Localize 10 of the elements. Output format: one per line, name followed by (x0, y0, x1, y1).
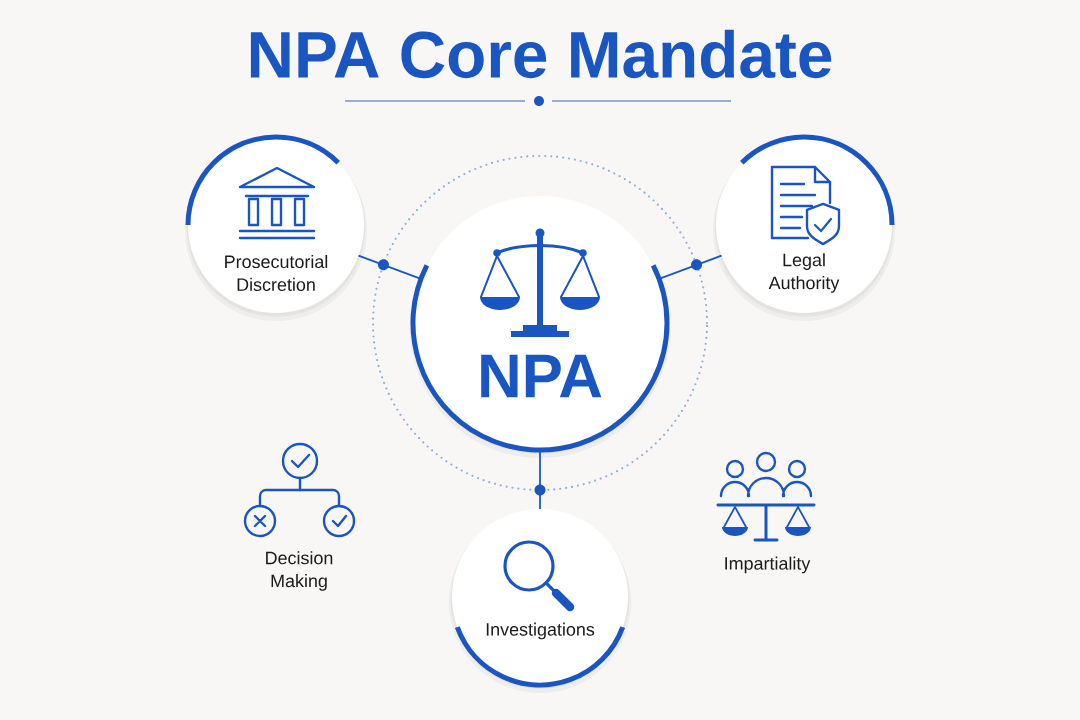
circle-node: NPA (410, 196, 670, 458)
connector-line (658, 254, 723, 280)
circle-node: Prosecutorial Discretion (185, 134, 367, 321)
circle-node: Investigations (449, 509, 631, 693)
item-label: Impartiality (725, 556, 811, 574)
title: NPA Core Mandate (250, 29, 832, 79)
item-label: Decision Making (266, 551, 333, 591)
connector-line (539, 449, 541, 510)
circle-node: Legal Authority (713, 134, 895, 321)
connector-line (357, 254, 422, 280)
